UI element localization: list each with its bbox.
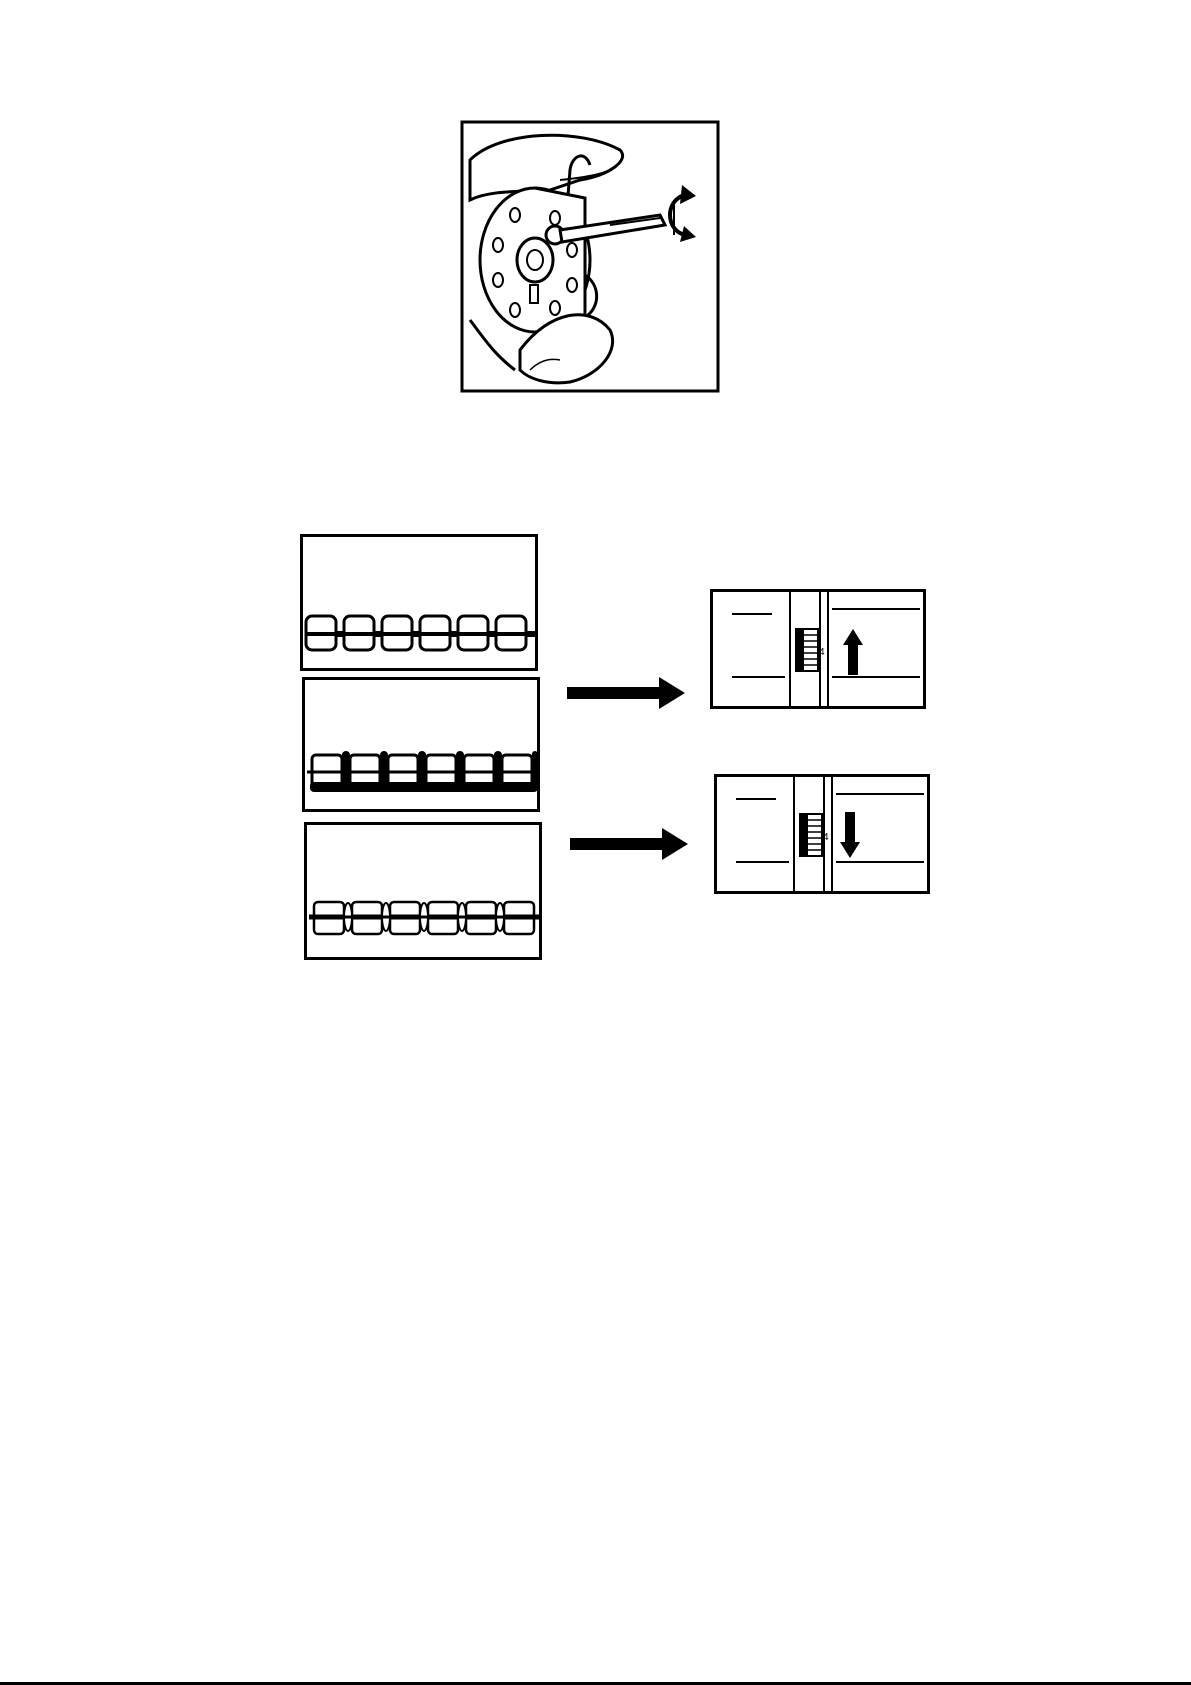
stitch-sample-upper-tight	[300, 534, 538, 671]
tension-dial-increase: 4	[710, 589, 926, 709]
arrow-right-icon	[570, 826, 690, 862]
dial-number: 4	[823, 832, 829, 843]
bobbin-case-illustration	[460, 120, 720, 393]
dial-number: 4	[819, 647, 825, 658]
stitch-sample-lower-tight	[302, 677, 540, 812]
tension-dial-decrease: 4	[714, 774, 930, 894]
arrow-right-icon	[567, 675, 687, 711]
stitch-sample-balanced	[304, 822, 542, 960]
